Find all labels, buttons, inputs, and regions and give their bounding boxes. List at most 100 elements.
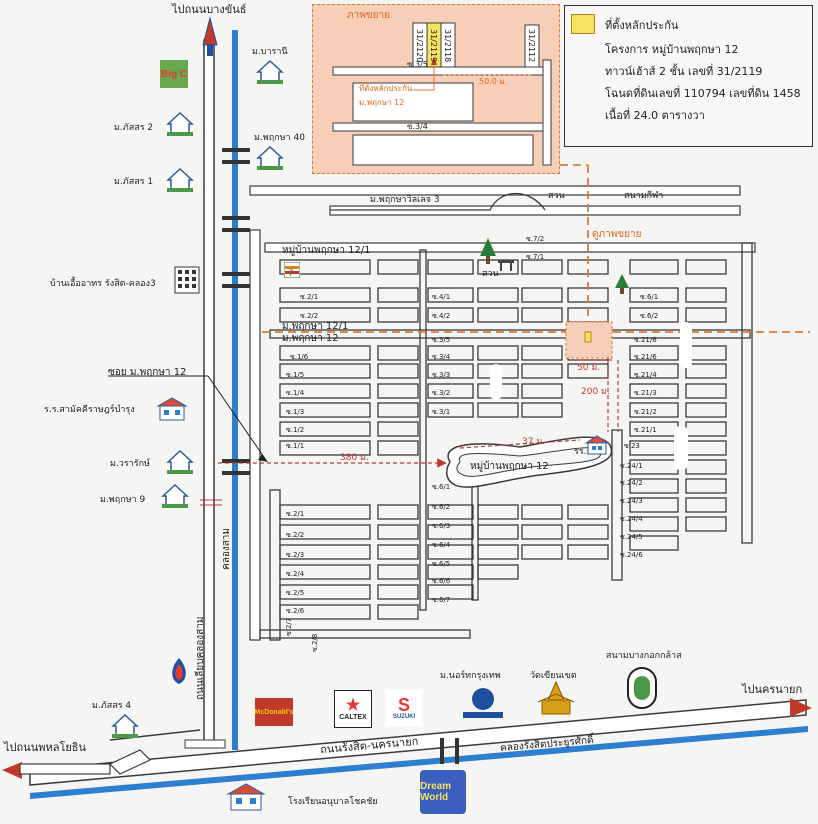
bigc-logo: Big C — [160, 60, 188, 88]
inset-title: ภาพขยาย — [347, 10, 390, 21]
blank-marker-1 — [490, 364, 502, 400]
place-warasak: ม.วรารักษ์ — [110, 459, 150, 469]
blank-marker-2 — [680, 322, 692, 368]
distance-200: 200 ม. — [581, 387, 610, 397]
place-school-samakkhi: ร.ร.สามัคคีราษฎร์บำรุง — [44, 405, 135, 415]
soi-21-2: ซ.21/2 — [634, 408, 657, 416]
legend-title: ที่ตั้งหลักประกัน — [605, 19, 679, 32]
soi-6-4: ซ.6/4 — [432, 541, 451, 549]
soi-2-2: ซ.2/2 — [300, 312, 319, 320]
soi-2-3: ซ.2/3 — [286, 551, 305, 559]
inset-enlarged-view: ภาพขยาย 31/2120 31/2119 31/2118 31/2112 … — [312, 4, 560, 174]
inset-lot-4: 31/2112 — [527, 29, 536, 63]
soi-1-5: ซ.1/5 — [286, 371, 305, 379]
soi-2-1: ซ.2/1 — [300, 293, 319, 301]
apartment-icon — [174, 266, 200, 294]
legend-line-2: ทาวน์เฮ้าส์ 2 ชั้น เลขที่ 31/2119 — [605, 65, 763, 78]
inset-lot-2: 31/2119 — [429, 29, 438, 63]
soi-2-4: ซ.2/4 — [286, 570, 305, 578]
soi-village-label: ซอย ม.พฤกษา 12 — [108, 367, 187, 378]
canal-three-label: คลองสาม — [221, 527, 232, 570]
bigc-logo-text: Big C — [160, 68, 188, 80]
legend-line-3: โฉนดที่ดินเลขที่ 110794 เลขที่ดิน 1458 — [605, 87, 801, 100]
svg-text:7: 7 — [288, 269, 294, 278]
dreamworld-logo: Dream World — [420, 770, 466, 814]
place-pruksa12-1: ม.พฤกษา 12/1 — [282, 321, 349, 332]
soi-7-1: ซ.7/1 — [526, 253, 545, 261]
place-village12-1: หมู่บ้านพฤกษา 12/1 — [282, 245, 371, 256]
soi-6-5: ซ.6/5 — [432, 560, 451, 568]
soi-24-5: ซ.24/5 — [620, 533, 643, 541]
blank-marker-3 — [674, 426, 688, 470]
inset-distance: 50.0 ม. — [479, 77, 508, 86]
caltex-logo: ★CALTEX — [334, 690, 372, 728]
caltex-logo-text: CALTEX — [339, 713, 367, 721]
soi-2-8: ซ.2/8 — [311, 633, 319, 652]
house-icon-pakson2 — [166, 111, 194, 136]
soi-4-1: ซ.4/1 — [432, 293, 451, 301]
soi-6-1-right: ซ.6/1 — [640, 293, 659, 301]
place-golf: สนามบางกอกกล้าส — [606, 651, 682, 661]
soi-21-4: ซ.21/4 — [634, 371, 657, 379]
place-apartment: บ้านเอื้ออาทร รังสิต-คลอง3 — [50, 279, 156, 289]
village-road-label: ม.พฤกษาวิลเลจ 3 — [370, 195, 440, 205]
soi-6-2-right: ซ.6/2 — [640, 312, 659, 320]
inset-lot-3: 31/2118 — [443, 29, 452, 63]
soi-21-3: ซ.21/3 — [634, 389, 657, 397]
west-direction-label: ไปถนนพหลโยธิน — [4, 741, 87, 754]
soi-3-2: ซ.3/2 — [432, 389, 451, 397]
inset-lot-1: 31/2120 — [415, 29, 424, 63]
place-park: สวน — [482, 269, 499, 279]
soi-6-1: ซ.6/1 — [432, 483, 451, 491]
distance-50: 50 ม. — [577, 363, 601, 373]
soi-3-3: ซ.3/3 — [432, 371, 451, 379]
soi-3-5: ซ.3/5 — [432, 336, 451, 344]
ptt-logo-icon — [172, 658, 186, 684]
seven-eleven-icon: 7 — [284, 262, 300, 278]
see-inset-label: ดูภาพขยาย — [592, 229, 642, 240]
soi-21-6-top: ซ.21/6 — [634, 336, 657, 344]
place-wat: วัดเขียนเขต — [530, 671, 577, 681]
soi-2-5: ซ.2/5 — [286, 589, 305, 597]
soi-7-2: ซ.7/2 — [526, 235, 545, 243]
tree-icon-right — [615, 274, 629, 294]
soi-2-6: ซ.2/6 — [286, 607, 305, 615]
soi-2-7: ซ.2/7 — [285, 617, 293, 636]
place-pruksa12: ม.พฤกษา 12 — [282, 333, 339, 344]
soi-6-7: ซ.6/7 — [432, 596, 451, 604]
tree-icon-park — [480, 238, 496, 264]
legend-line-4: เนื้อที่ 24.0 ตารางวา — [605, 109, 705, 122]
suzuki-logo-text: SUZUKI — [392, 714, 416, 720]
inset-soi-bottom: ซ.3/4 — [407, 122, 428, 131]
school-icon-suwit — [584, 435, 610, 455]
legend-line-1: โครงการ หมู่บ้านพฤกษา 12 — [605, 43, 739, 56]
stadium-icon — [627, 667, 657, 709]
canal-three — [232, 30, 238, 750]
mcdonalds-logo: McDonald's — [255, 698, 294, 726]
soi-24-2: ซ.24/2 — [620, 479, 643, 487]
soi-6-2: ซ.6/2 — [432, 503, 451, 511]
legend-box: ที่ตั้งหลักประกัน โครงการ หมู่บ้านพฤกษา … — [564, 5, 813, 147]
house-icon-pakson1 — [166, 167, 194, 192]
soi-21-1: ซ.21/1 — [634, 426, 657, 434]
house-icon-warasak — [166, 449, 194, 474]
soi-1-1: ซ.1/1 — [286, 442, 305, 450]
soi-1-3: ซ.1/3 — [286, 408, 305, 416]
legend-swatch — [571, 14, 595, 34]
inset-soi-top: ซ.3/5 — [407, 60, 428, 69]
inset-pointer-label: ที่ตั้งหลักประกัน — [359, 84, 413, 93]
house-icon-pruksa9 — [161, 483, 189, 508]
soi-6-6: ซ.6/6 — [432, 577, 451, 585]
soi-2-1-lower: ซ.2/1 — [286, 510, 305, 518]
soi-6-3: ซ.6/3 — [432, 522, 451, 530]
place-sports: สนามกีฬา — [624, 191, 664, 201]
soi-2-2-lower: ซ.2/2 — [286, 531, 305, 539]
university-logo-icon — [463, 688, 503, 718]
school-icon-samakkhi — [156, 397, 188, 421]
north-direction-label: ไปถนนบางขันธ์ — [172, 3, 247, 16]
place-pruksa40: ม.พฤกษา 40 — [254, 133, 305, 143]
place-pruksa9: ม.พฤกษา 9 — [100, 495, 146, 505]
